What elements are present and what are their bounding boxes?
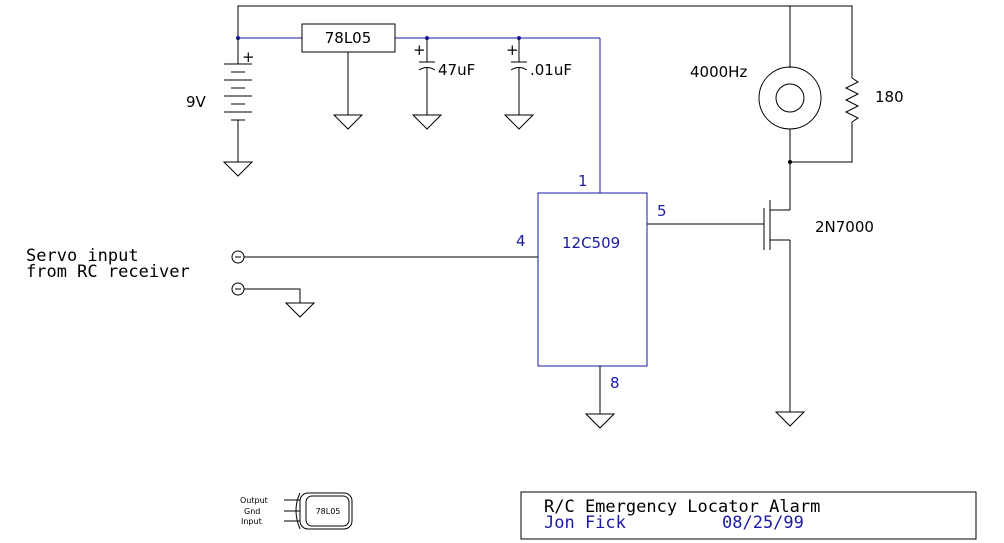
servo-input-connector: Servo input from RC receiver — [26, 246, 538, 318]
servo-input-line2: from RC receiver — [26, 262, 190, 282]
battery-label: 9V — [186, 93, 207, 111]
author-text: Jon Fick — [544, 513, 626, 533]
supply-rail-9v — [237, 5, 853, 163]
cap2-label: .01uF — [530, 61, 572, 79]
mcu-pin-1: 1 — [578, 172, 588, 190]
cap1-label: 47uF — [438, 61, 475, 79]
regulator-78l05: 78L05 — [301, 23, 396, 130]
title-block: R/C Emergency Locator Alarm Jon Fick 08/… — [520, 491, 977, 540]
battery-plus-label: + — [242, 48, 255, 66]
mosfet-label: 2N7000 — [815, 218, 874, 236]
mcu-label: 12C509 — [562, 234, 620, 252]
capacitor-47uf: + 47uF — [411, 38, 475, 130]
regulator-pinout: Output Gnd Input 78L05 — [240, 492, 353, 530]
mcu-pin-8: 8 — [610, 374, 620, 392]
pinout-gnd-label: Gnd — [244, 507, 260, 516]
pinout-input-label: Input — [241, 517, 262, 526]
pinout-part-label: 78L05 — [316, 507, 341, 516]
pinout-output-label: Output — [240, 496, 268, 505]
resistor-label: 180 — [875, 88, 904, 106]
mcu-12c509: 12C509 1 4 5 8 — [516, 172, 667, 429]
date-text: 08/25/99 — [722, 513, 804, 533]
title-text: R/C Emergency Locator Alarm — [544, 497, 820, 517]
capacitor-01uf: + .01uF — [503, 38, 572, 130]
cap1-plus-label: + — [413, 41, 426, 59]
mcu-pin-4: 4 — [516, 232, 526, 250]
buzzer-label: 4000Hz — [690, 63, 747, 81]
buzzer-4000hz: 4000Hz — [690, 63, 822, 164]
mcu-pin-5: 5 — [657, 202, 667, 220]
battery-9v: + 9V — [186, 38, 255, 177]
regulator-label: 78L05 — [325, 29, 372, 47]
resistor-180: 180 — [844, 77, 904, 123]
servo-input-line1: Servo input — [26, 246, 139, 266]
cap2-plus-label: + — [506, 41, 519, 59]
mosfet-2n7000: 2N7000 — [763, 162, 874, 427]
